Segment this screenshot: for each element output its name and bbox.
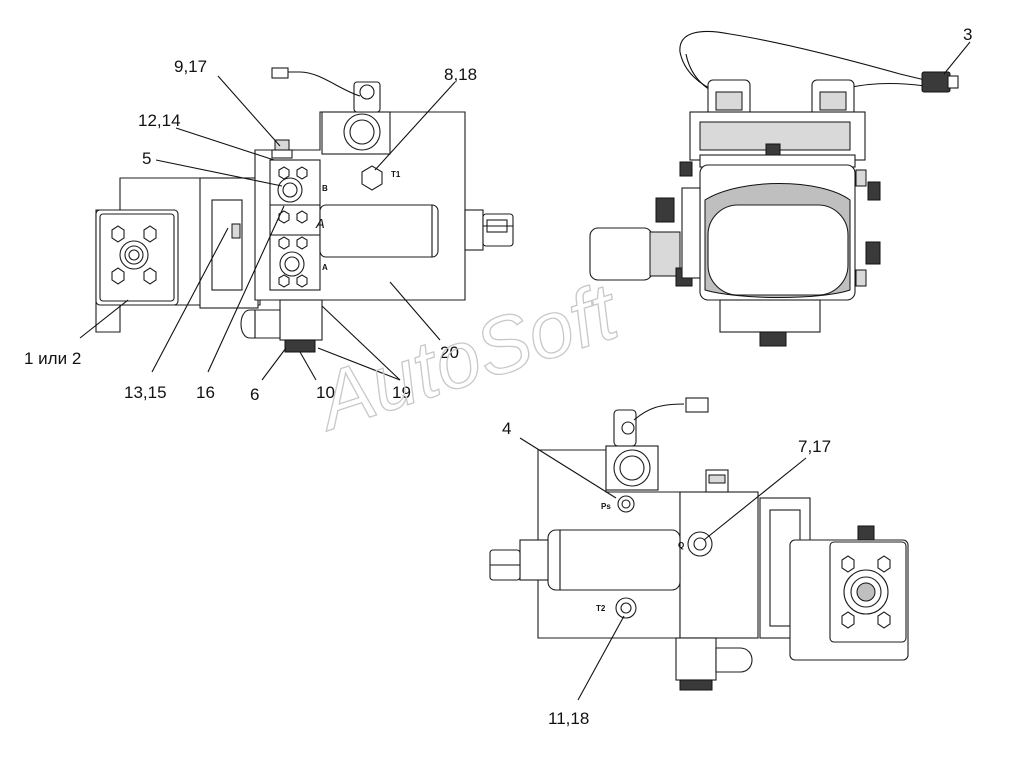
callout-3: 3 — [963, 25, 972, 44]
port-label-a-italic: A — [315, 216, 325, 231]
callout-19: 19 — [392, 383, 411, 402]
callout-12-14: 12,14 — [138, 111, 181, 130]
callout-13-15: 13,15 — [124, 383, 167, 402]
port-label-t2: T2 — [596, 604, 606, 613]
port-label-a: A — [322, 263, 328, 272]
port-label-ps: Ps — [601, 502, 611, 511]
port-label-b: B — [322, 184, 328, 193]
pump-front-view — [489, 397, 909, 691]
flange-bolt-group — [111, 225, 157, 285]
port-labels: T1 B A A Ps Q T2 — [315, 170, 684, 613]
callout-16: 16 — [196, 383, 215, 402]
callout-10: 10 — [316, 383, 335, 402]
callout-9-17: 9,17 — [174, 57, 207, 76]
callout-5: 5 — [142, 149, 151, 168]
callout-11-18: 11,18 — [548, 709, 589, 728]
port-label-q: Q — [678, 541, 684, 550]
callout-20: 20 — [440, 343, 459, 362]
callout-4: 4 — [502, 419, 511, 438]
port-label-t1: T1 — [391, 170, 401, 179]
callout-8-18: 8,18 — [444, 65, 477, 84]
callout-7-17: 7,17 — [798, 437, 831, 456]
callout-1-ili-2: 1 или 2 — [24, 349, 81, 368]
pump-side-view — [95, 67, 514, 353]
callout-labels: 9,17 8,18 12,14 5 1 или 2 13,15 16 6 10 … — [24, 25, 972, 728]
callout-6: 6 — [250, 385, 259, 404]
leader-lines — [79, 41, 971, 701]
pump-end-view — [589, 30, 959, 347]
